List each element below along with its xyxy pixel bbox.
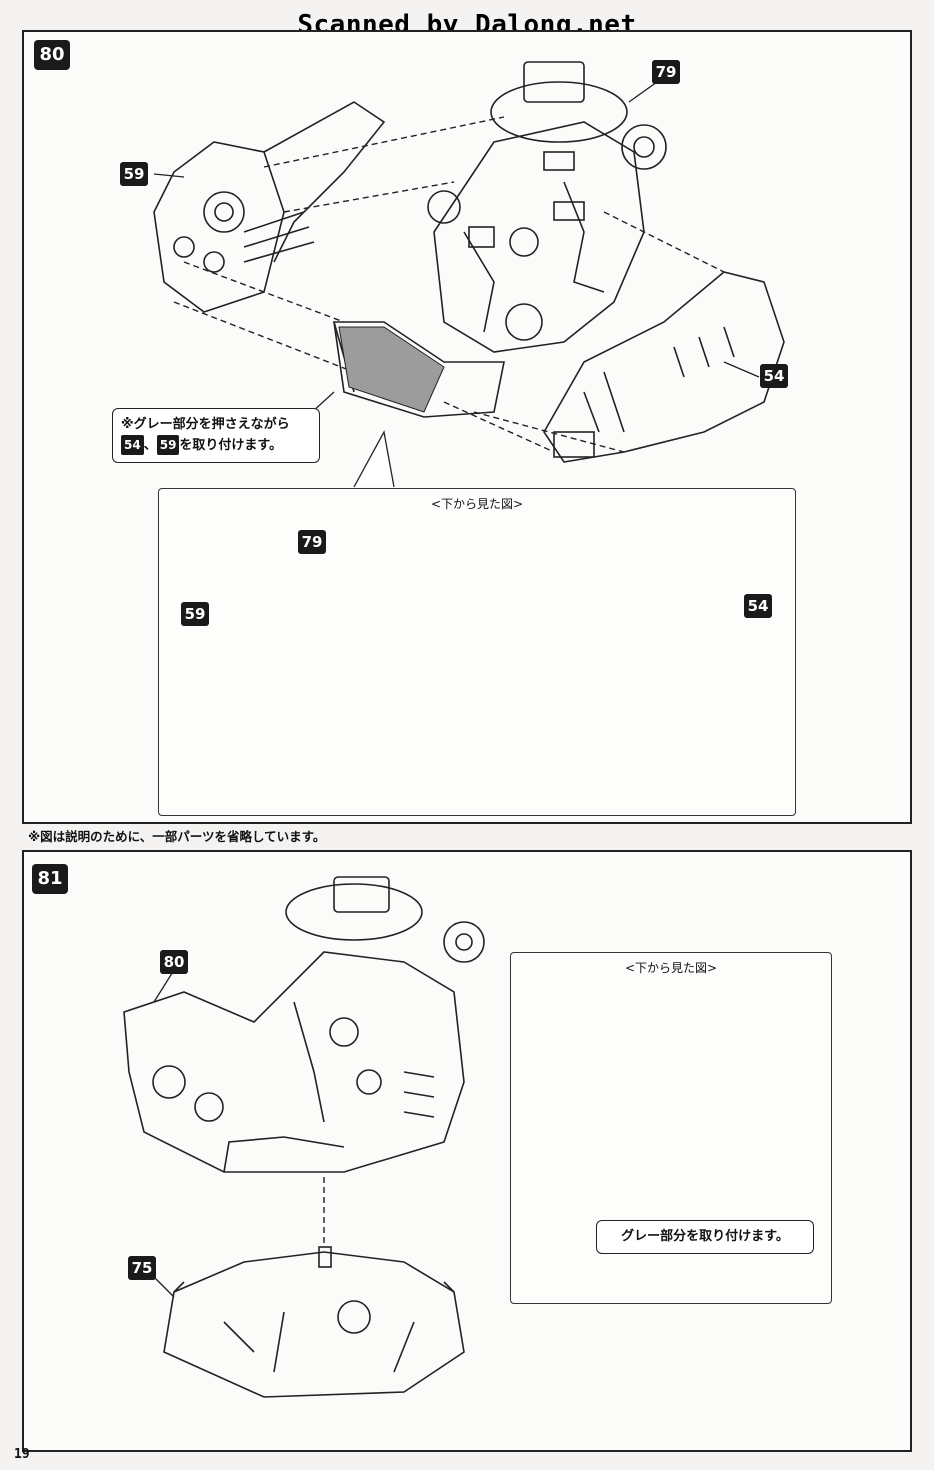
callout-rest: を取り付けます。: [179, 438, 283, 453]
page-number: 19: [14, 1447, 30, 1462]
cockpit-ring-81: [285, 883, 423, 941]
part-tag-75: 75: [128, 1256, 156, 1280]
inset-title-81: <下から見た図>: [624, 961, 718, 975]
shoulder-joint: [621, 124, 667, 170]
footnote: ※図は説明のために、一部パーツを省略しています。: [28, 829, 326, 844]
step-81-callout: グレー部分を取り付けます。: [596, 1220, 814, 1254]
part-tag-59: 59: [120, 162, 148, 186]
part-tag-54: 54: [760, 364, 788, 388]
step-number-81: 81: [32, 864, 68, 894]
part-tag-80: 80: [160, 950, 188, 974]
part-tag-79: 79: [652, 60, 680, 84]
step-number-80: 80: [34, 40, 70, 70]
step-80-panel: 80: [22, 30, 912, 824]
base-cradle: [333, 321, 505, 418]
inset-tag-59: 59: [181, 602, 209, 626]
step-80-inset: <下から見た図>: [158, 488, 796, 816]
callout-separator: 、: [143, 438, 157, 453]
callout-line-1: ※グレー部分を押さえながら: [121, 417, 290, 432]
base-75: [163, 1251, 465, 1398]
callout-tag-59: 59: [156, 435, 180, 455]
part-54-shape: [543, 271, 785, 463]
inset-title-80: <下から見た図>: [430, 497, 524, 511]
mech-torso: [433, 121, 645, 353]
inset-tag-54: 54: [744, 594, 772, 618]
inset-tag-79: 79: [298, 530, 326, 554]
callout-tag-54: 54: [121, 435, 144, 455]
step-81-panel: 81: [22, 850, 912, 1452]
cockpit-ring: [490, 81, 628, 143]
upper-body-81: [123, 951, 465, 1173]
cockpit-frame: [523, 61, 585, 103]
gray-region: [338, 326, 445, 413]
